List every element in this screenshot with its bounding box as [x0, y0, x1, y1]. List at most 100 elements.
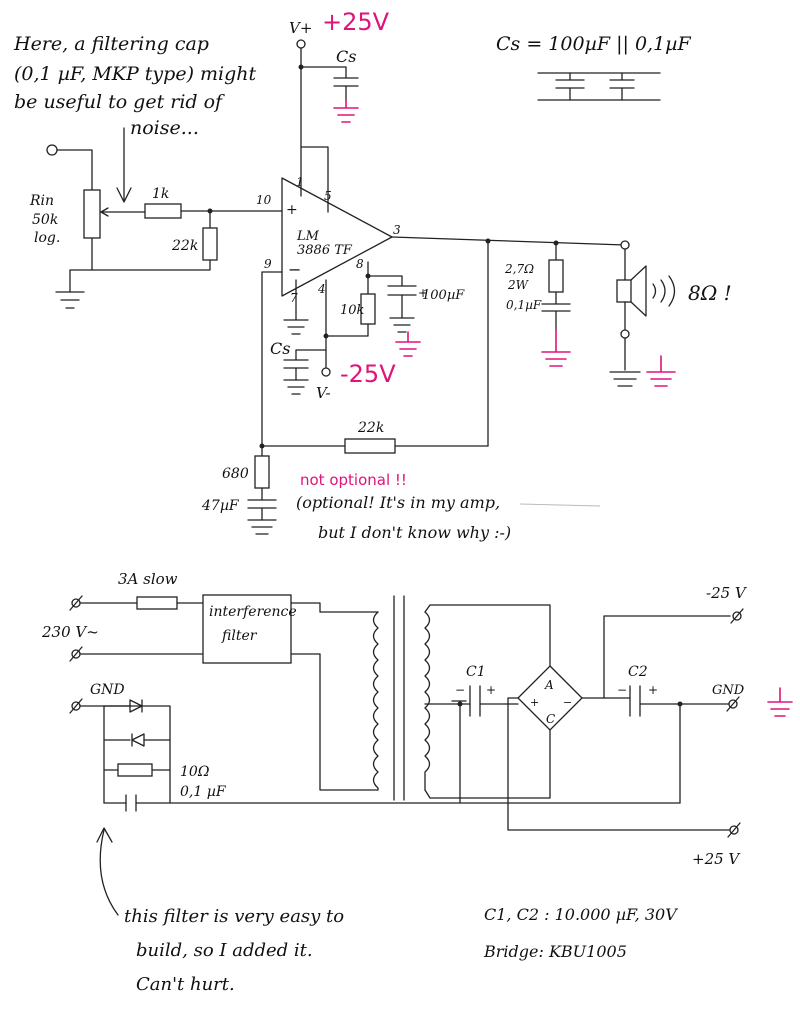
filter-note-line-2: build, so I added it.: [136, 940, 313, 961]
ground-icon-pink: [541, 329, 571, 367]
noise-note-line-2: (0,1 µF, MKP type) might: [14, 63, 257, 85]
resistor-680: [254, 455, 270, 489]
ground-icon-pink: [395, 331, 421, 357]
ground-icon: [283, 367, 309, 395]
rin-taper: log.: [34, 230, 60, 246]
minus25-wire: [603, 615, 731, 699]
zobel-r-value: 2,7Ω: [504, 262, 534, 276]
pin-1: 1: [296, 175, 304, 189]
svg-text:−: −: [563, 696, 572, 709]
filter-note-line-3: Can't hurt.: [136, 974, 235, 995]
cs-top-label: Cs: [336, 47, 356, 66]
amplifier-section: Here, a filtering cap (0,1 µF, MKP type)…: [13, 8, 732, 542]
cs-top-wire: [300, 66, 347, 79]
cs-film: [609, 72, 635, 101]
cs-top-capacitor: [333, 77, 359, 87]
rin-potentiometer: [83, 189, 101, 239]
input-jack-icon: [46, 144, 58, 156]
resistor-10ohm: [117, 763, 153, 777]
chip-part: 3886 TF: [297, 243, 353, 258]
noise-note-line-4: noise...: [130, 117, 199, 139]
fuse-label: 3A slow: [118, 570, 178, 588]
vminus-terminal-icon: [321, 367, 331, 377]
gnd-right-label: GND: [712, 683, 745, 698]
not-optional-label: not optional !!: [300, 471, 407, 489]
zobel-r-power: 2W: [507, 278, 530, 292]
svg-text:+: +: [286, 202, 298, 218]
cs-bottom-capacitor: [283, 359, 309, 369]
resistor-22k-input: [202, 227, 218, 261]
diode-reverse: [131, 733, 145, 747]
bridge-note: Bridge: KBU1005: [483, 942, 627, 961]
lm3886-opamp: [281, 177, 393, 297]
optional-note-line-2: but I don't know why :-): [318, 523, 511, 542]
fuse-3A: [136, 596, 178, 610]
vplus-terminal-icon: [296, 39, 306, 49]
r-10-label: 10Ω: [180, 764, 210, 780]
speaker-terminal-icon: [620, 240, 630, 250]
c-47uF-label: 47µF: [201, 498, 240, 514]
cs-bottom-label: Cs: [270, 339, 290, 358]
optional-note-line-1: (optional! It's in my amp,: [296, 493, 500, 512]
note-arrowhead: [96, 827, 113, 843]
filter-label-2: filter: [221, 628, 258, 644]
noise-note-line-3: be useful to get rid of: [14, 91, 225, 113]
svg-text:+: +: [530, 696, 539, 709]
cs-formula: Cs = 100µF || 0,1µF: [496, 33, 692, 55]
pin-3: 3: [393, 223, 401, 237]
wiper-arrow: [100, 207, 109, 217]
ground-icon-pink: [767, 687, 793, 717]
vplus-label: V+: [289, 19, 312, 37]
pin8-wire: [367, 261, 403, 287]
ground-icon: [55, 291, 85, 309]
capacitor-47uF: [247, 487, 277, 521]
speaker-impedance: 8Ω !: [688, 281, 732, 305]
vminus-value: -25V: [340, 360, 396, 388]
c-01-label: 0,1 µF: [180, 784, 227, 800]
bridge-c-label: C: [546, 712, 555, 726]
mute-cap-value: 100µF: [422, 288, 465, 303]
mute-capacitor: [387, 285, 417, 296]
vplus-value: +25V: [322, 8, 390, 36]
caps-note: C1, C2 : 10.000 µF, 30V: [484, 905, 678, 924]
gnd-left-label: GND: [90, 682, 125, 698]
r-680-label: 680: [222, 466, 249, 482]
output-wire: [391, 236, 626, 246]
c1-label: C1: [466, 664, 486, 680]
pot-ground-wire: [69, 237, 93, 293]
plus25-wire: [507, 697, 731, 831]
transformer-core: [393, 595, 405, 801]
svg-text:+: +: [648, 683, 658, 697]
inverting-input-wire: [261, 271, 283, 447]
pin5-wire: [300, 146, 329, 213]
rin-value: 50k: [32, 212, 58, 228]
ground-icon: [389, 317, 415, 333]
svg-text:+: +: [486, 683, 496, 697]
interference-filter: [202, 594, 292, 664]
ground-icon-pink: [333, 99, 359, 123]
minus25-label: -25 V: [706, 584, 748, 602]
input-wire: [56, 149, 93, 191]
transformer-primary-coil: [372, 611, 379, 791]
r-22k-input-label: 22k: [171, 238, 198, 254]
zobel-capacitor: [541, 291, 571, 331]
filter-capacitor: [125, 794, 137, 812]
svg-text:−: −: [617, 683, 627, 697]
r-10k-label: 10k: [340, 303, 365, 318]
note-arrow: [99, 829, 119, 916]
ground-icon-pink: [646, 355, 676, 387]
cs-parallel-wires: [537, 72, 661, 101]
r-22k-fb-label: 22k: [357, 420, 384, 436]
vminus-label: V-: [316, 384, 331, 402]
bridge-a-label: A: [544, 678, 554, 692]
filter-label-1: interference: [209, 604, 297, 620]
resistor-1k: [144, 203, 182, 219]
noise-note-line-1: Here, a filtering cap: [13, 33, 209, 55]
svg-text:+: +: [418, 286, 428, 300]
diode-forward: [129, 699, 143, 713]
transformer-secondary-coil: [424, 611, 431, 791]
pin-8: 8: [356, 257, 364, 271]
sound-waves-icon: [652, 275, 676, 307]
c2-capacitor: [629, 685, 641, 717]
r22k-ground-wire: [91, 259, 211, 271]
